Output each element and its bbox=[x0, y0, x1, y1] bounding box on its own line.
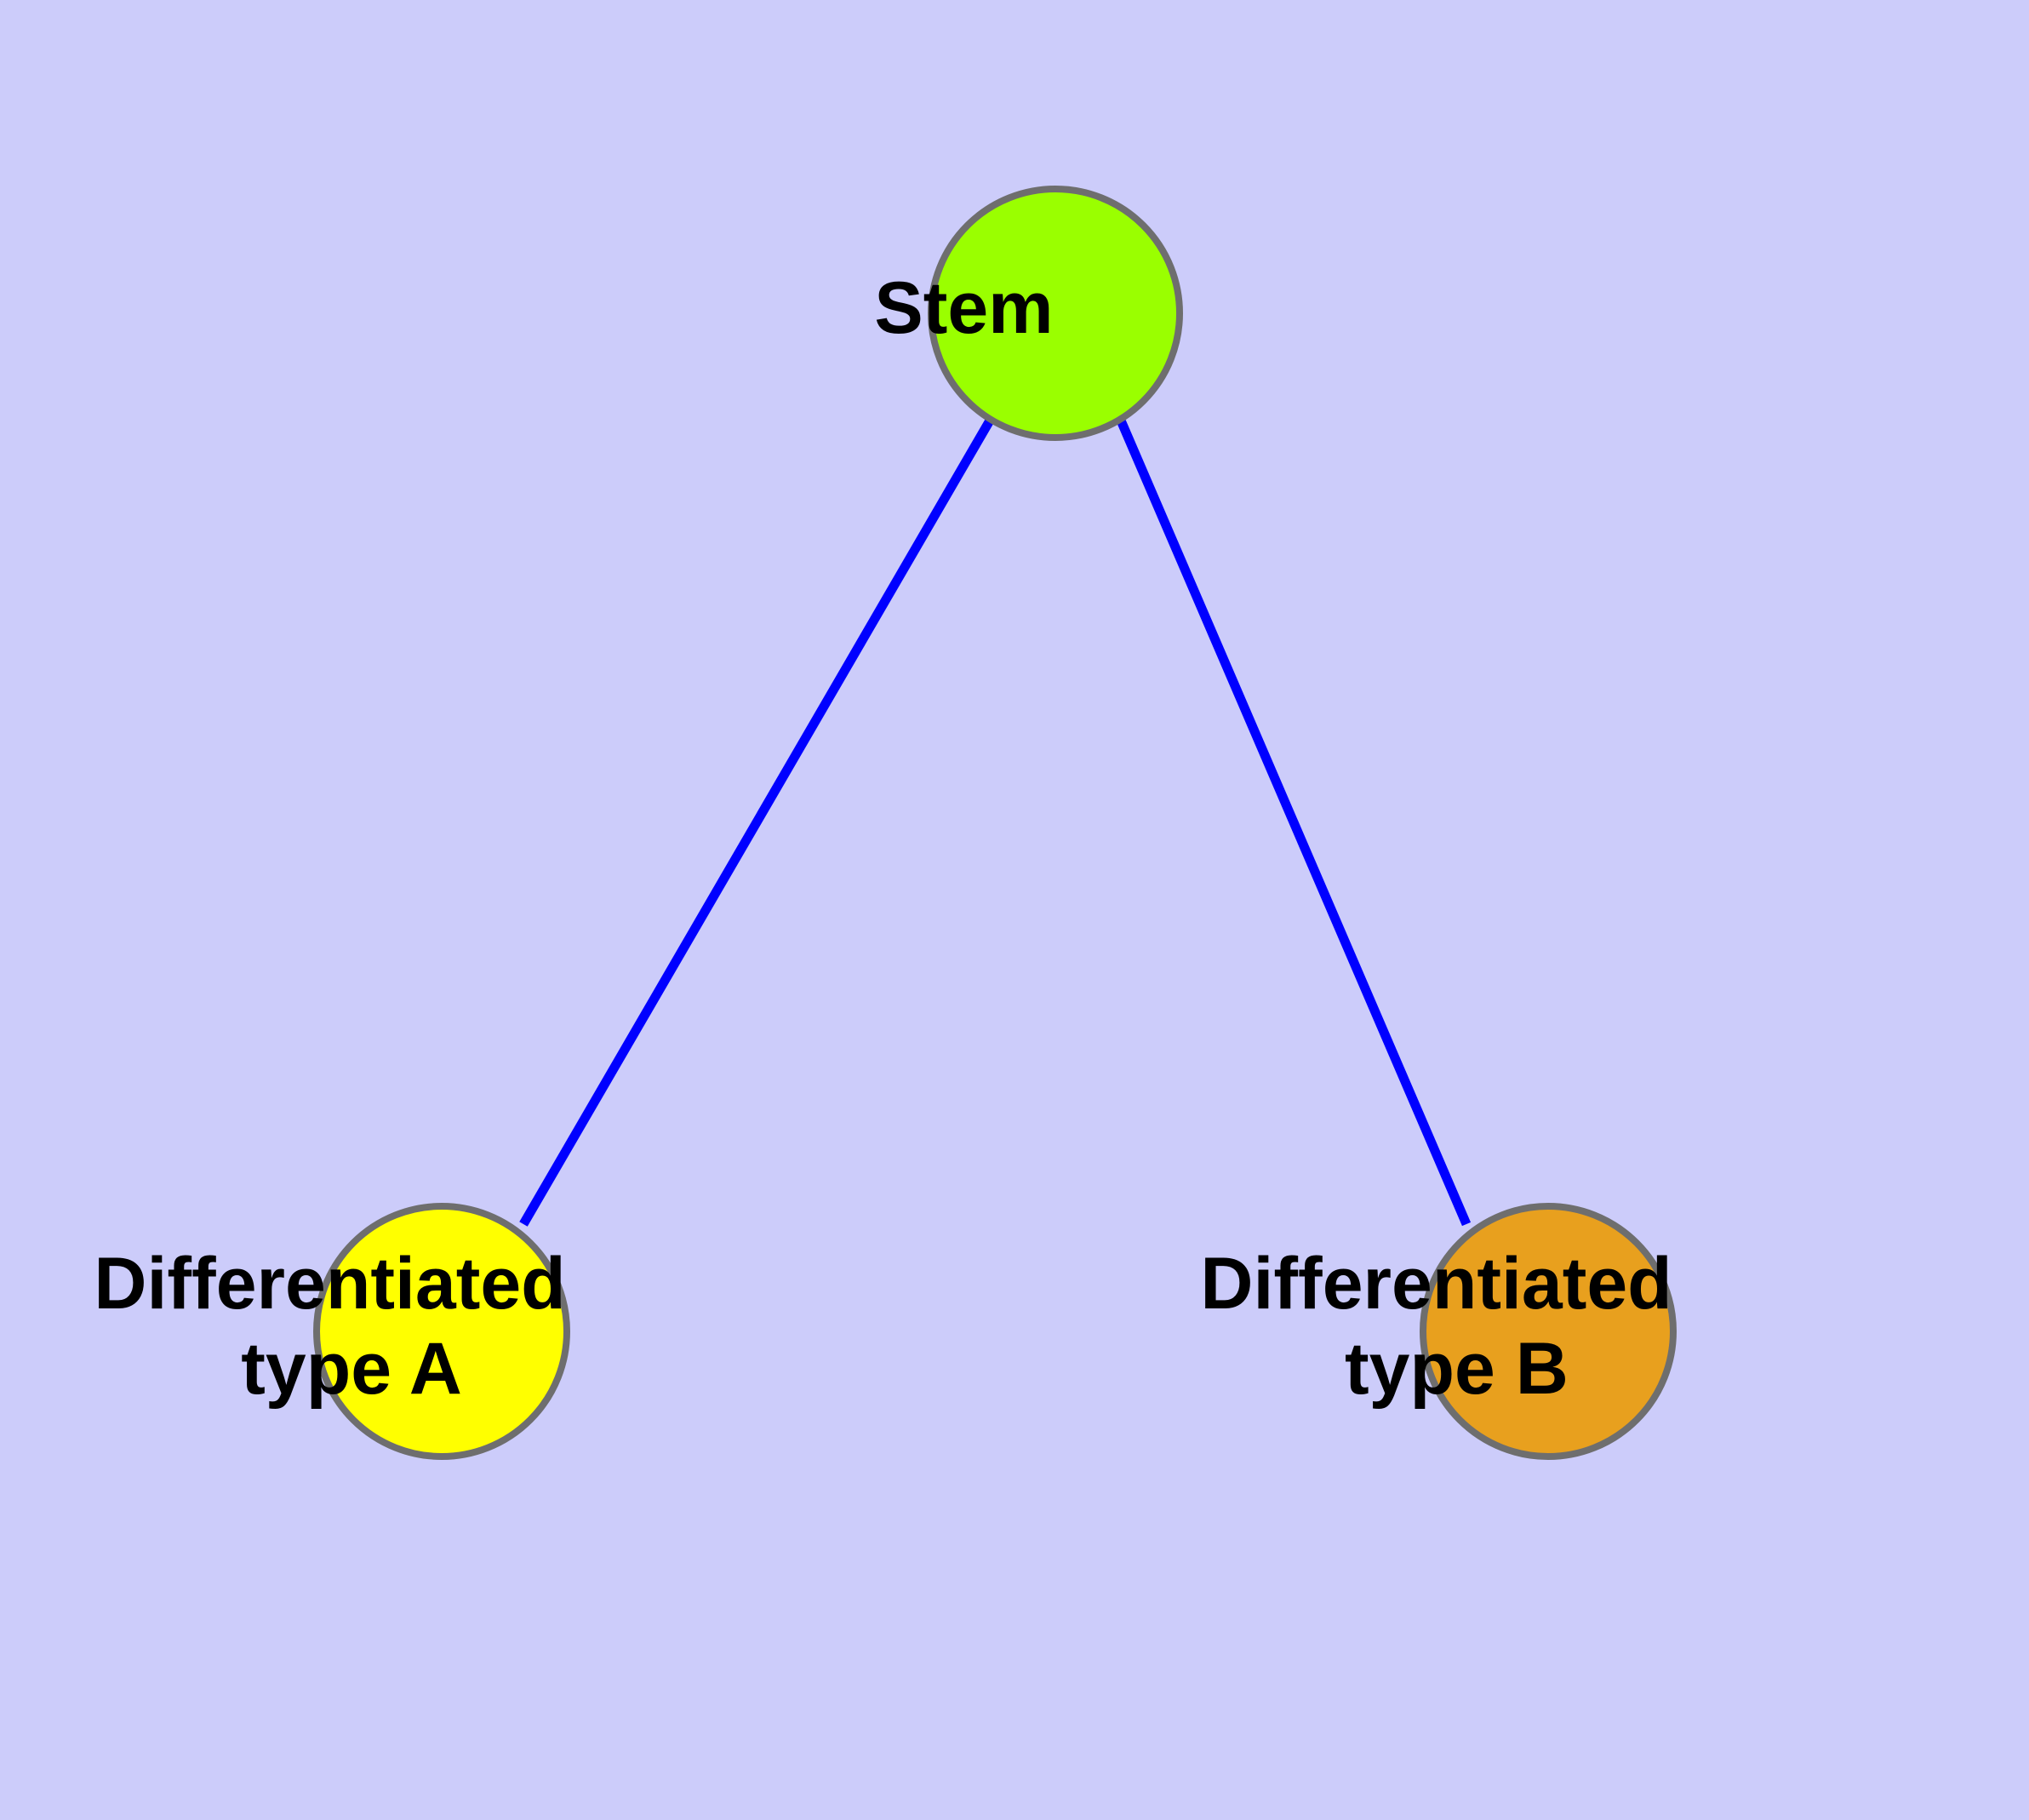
nodes-layer: Stem Differentiated type A Differentiate… bbox=[94, 0, 1895, 1460]
edge-stem-to-differentiated-b[interactable] bbox=[1116, 418, 1472, 1227]
edge-stem-to-differentiated-a[interactable] bbox=[519, 418, 994, 1227]
node-differentiated-type-a[interactable]: Differentiated type A bbox=[94, 0, 789, 1460]
node-stem[interactable]: Stem bbox=[874, 0, 1236, 441]
node-differentiated-type-b[interactable]: Differentiated type B bbox=[1200, 0, 1895, 1460]
node-differentiated-type-a-label: Differentiated type A bbox=[94, 0, 789, 1410]
node-differentiated-type-a-label-line-1: Differentiated bbox=[94, 1243, 565, 1325]
node-differentiated-type-b-circle[interactable] bbox=[1420, 1203, 1677, 1460]
edges-layer bbox=[519, 418, 1472, 1227]
node-differentiated-type-b-label-line-2: type B bbox=[1345, 1328, 1569, 1410]
node-differentiated-type-a-label-line-2: type A bbox=[241, 1328, 460, 1410]
node-differentiated-type-a-circle[interactable] bbox=[313, 1203, 570, 1460]
node-differentiated-type-b-label: Differentiated type B bbox=[1200, 0, 1895, 1410]
node-stem-label-line-1: Stem bbox=[874, 267, 1053, 349]
node-stem-circle[interactable] bbox=[928, 186, 1183, 441]
node-differentiated-type-b-label-line-1: Differentiated bbox=[1200, 1243, 1672, 1325]
node-stem-label: Stem bbox=[874, 0, 1236, 349]
